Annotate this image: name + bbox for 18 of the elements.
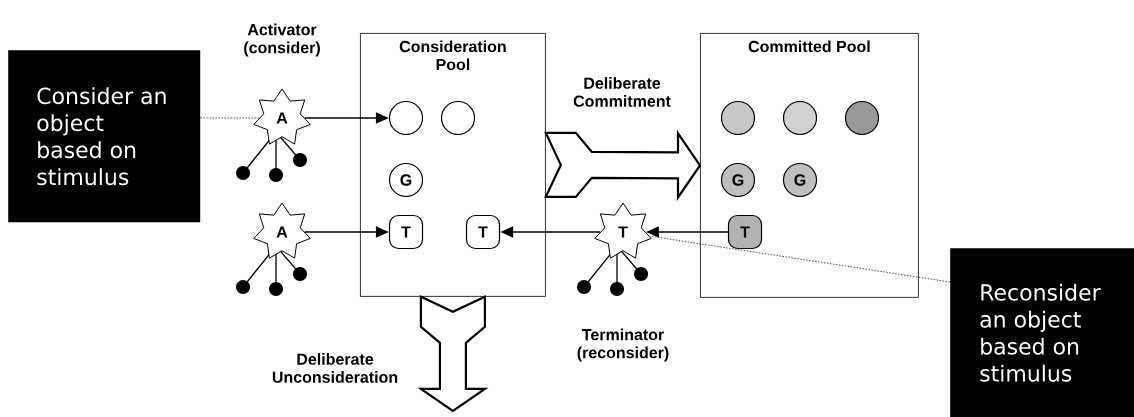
object-box: T xyxy=(465,214,501,250)
object-circle xyxy=(844,100,880,136)
callout-box: Consider an object based on stimulus xyxy=(8,50,201,223)
edge-label: Deliberate Unconsideration xyxy=(272,353,398,383)
callout-box: Reconsider an object based on stimulus xyxy=(950,248,1134,417)
edge-label: Deliberate Commitment xyxy=(573,77,671,107)
object-circle xyxy=(388,100,424,136)
object-circle xyxy=(782,100,818,136)
block-arrow xyxy=(417,295,489,413)
object-circle xyxy=(720,100,756,136)
dotted-line xyxy=(199,117,260,119)
object-circle xyxy=(440,100,476,136)
symbol-caption: Activator (consider) xyxy=(244,23,320,57)
object-box: T xyxy=(388,214,424,250)
symbol-caption: Terminator (reconsider) xyxy=(577,328,669,362)
object-box: T xyxy=(727,214,763,250)
block-arrow xyxy=(544,129,702,201)
dotted-line xyxy=(649,235,951,283)
